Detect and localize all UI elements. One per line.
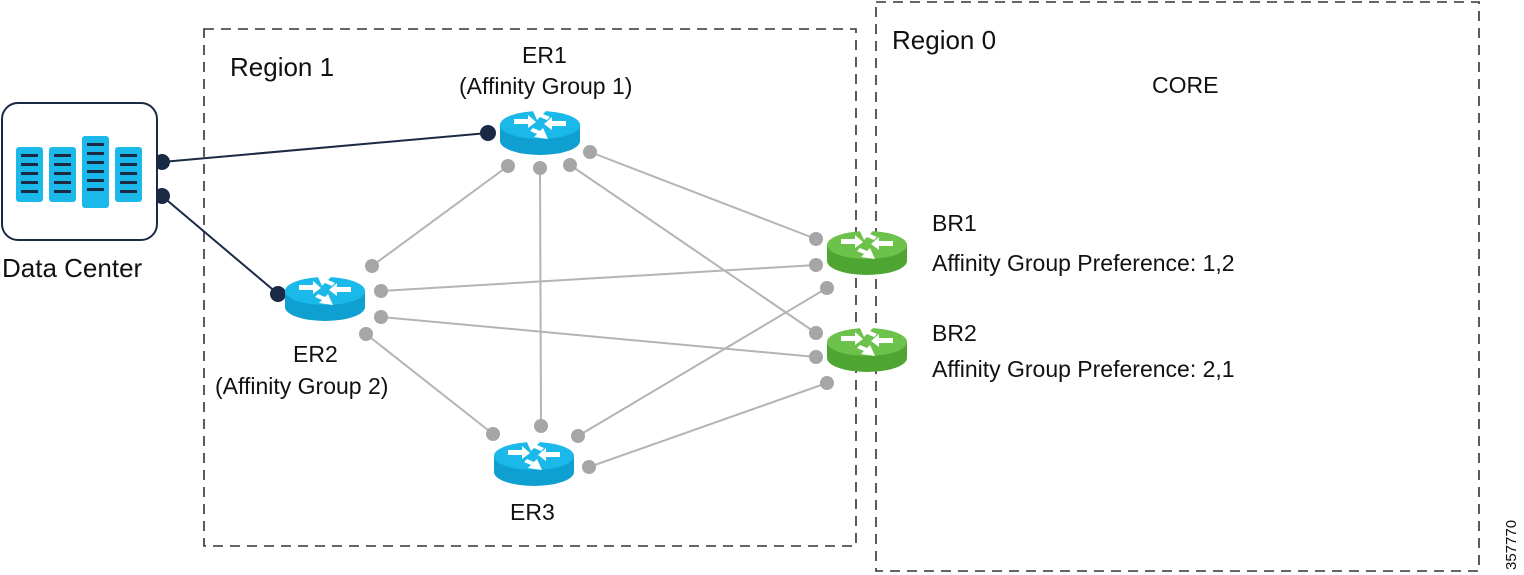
server-rack-icon [1, 102, 158, 241]
router-er3[interactable] [494, 440, 574, 486]
br2-preference: Affinity Group Preference: 2,1 [932, 356, 1235, 382]
router-br2[interactable] [827, 326, 907, 372]
core-label: CORE [1152, 72, 1218, 98]
link-er3-br2 [588, 382, 828, 468]
region-1-label: Region 1 [230, 52, 334, 82]
router-br1[interactable] [827, 229, 907, 275]
link-er1-br2 [569, 164, 817, 334]
br1-name: BR1 [932, 210, 977, 236]
router-er1[interactable] [500, 109, 580, 155]
er2-name: ER2 [293, 341, 338, 367]
data-center [1, 102, 158, 241]
mesh-endpoints [359, 145, 834, 474]
br1-preference: Affinity Group Preference: 1,2 [932, 250, 1235, 276]
link-er2-er3 [365, 333, 494, 435]
er2-group: (Affinity Group 2) [215, 373, 388, 399]
link-er2-br2 [380, 316, 817, 358]
er1-name: ER1 [522, 42, 567, 68]
mesh-links [365, 151, 828, 468]
link-er1-br1 [589, 151, 817, 240]
link-er1-er3 [539, 167, 542, 427]
link-er3-br1 [577, 287, 828, 437]
region-0-boundary [875, 1, 1480, 572]
figure-id: 357770 [1503, 520, 1520, 570]
br2-name: BR2 [932, 320, 977, 346]
link-er1-er2 [371, 165, 509, 267]
data-center-label: Data Center [2, 253, 143, 283]
er3-name: ER3 [510, 499, 555, 525]
server-slots [21, 143, 137, 193]
er1-group: (Affinity Group 1) [459, 73, 632, 99]
data-center-links [154, 125, 496, 302]
router-er2[interactable] [285, 275, 365, 321]
region-0-label: Region 0 [892, 25, 996, 55]
link-er2-br1 [380, 264, 817, 292]
region-1-boundary [203, 28, 857, 547]
